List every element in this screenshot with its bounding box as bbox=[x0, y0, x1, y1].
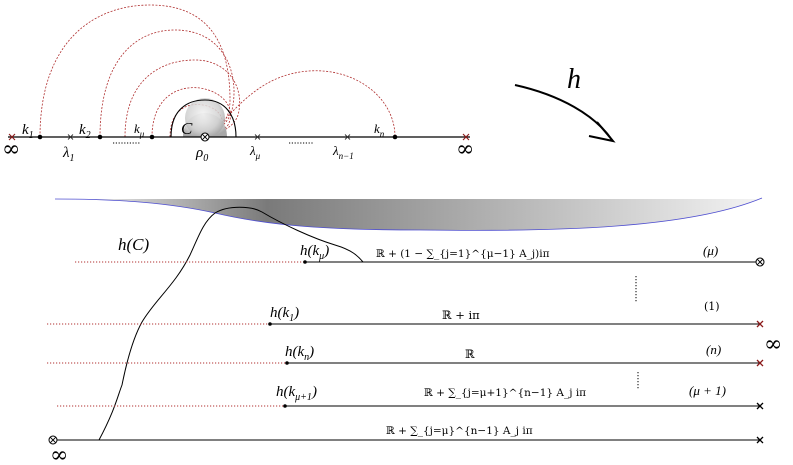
map-arrow-head bbox=[588, 121, 616, 143]
lambda-crosses bbox=[67, 134, 351, 140]
label-lambda1: λ1 bbox=[62, 145, 75, 164]
arc-kmu bbox=[151, 87, 231, 138]
gray-ball-top bbox=[185, 98, 225, 138]
label-kn: kn bbox=[374, 121, 385, 139]
label-C: C bbox=[181, 119, 193, 138]
top-left-infinity: ∞ bbox=[2, 137, 20, 162]
map-arrow-h: h bbox=[514, 64, 616, 143]
index-n: (n) bbox=[706, 342, 721, 357]
index-mu1: (μ + 1) bbox=[689, 383, 726, 398]
curve-hC bbox=[98, 206, 364, 441]
top-right-infinity: ∞ bbox=[456, 137, 474, 162]
formula-1: ℝ + iπ bbox=[442, 308, 480, 322]
index-1: (1) bbox=[704, 300, 720, 313]
top-domain-diagram: ∞ ∞ k1 k2 kμ kn λ1 λμ λn−1 C ρ0 bbox=[2, 4, 474, 164]
formula-mu1: ℝ + ∑_{j=μ+1}^{n−1} A_j iπ bbox=[424, 387, 586, 399]
arc-k1 bbox=[39, 4, 231, 138]
bottom-right-infinity: ∞ bbox=[764, 332, 782, 357]
bottom-left-infinity: ∞ bbox=[50, 443, 68, 465]
image-lines bbox=[52, 261, 760, 441]
formula-mu: ℝ + (1 − ∑_{j=1}^{μ−1} A_j)iπ bbox=[376, 248, 550, 260]
red-crosses-right bbox=[756, 320, 764, 367]
label-k2: k2 bbox=[79, 122, 91, 141]
index-mu: (μ) bbox=[703, 243, 718, 258]
axis-end-crosses bbox=[8, 133, 470, 141]
map-label-h: h bbox=[567, 64, 581, 95]
label-lambda-n1: λn−1 bbox=[332, 143, 354, 161]
k-points bbox=[37, 134, 398, 140]
shaded-region bbox=[55, 198, 762, 231]
label-h-kmu: h(kμ) bbox=[300, 243, 329, 262]
label-lambdamu: λμ bbox=[249, 143, 261, 161]
dotted-extensions bbox=[47, 261, 305, 407]
circled-cross-right bbox=[755, 257, 765, 267]
shaded-region-edge bbox=[54, 197, 763, 231]
black-crosses-right bbox=[756, 402, 764, 444]
rho0-marker bbox=[200, 132, 210, 142]
formula-bottom: ℝ + ∑_{j=μ}^{n−1} A_j iπ bbox=[386, 425, 533, 437]
circled-cross-left bbox=[48, 435, 58, 445]
label-h-kn: h(kn) bbox=[285, 344, 314, 363]
label-kmu: kμ bbox=[134, 121, 145, 139]
label-rho0: ρ0 bbox=[195, 145, 208, 164]
formula-n: ℝ bbox=[465, 347, 475, 361]
curve-C bbox=[170, 99, 237, 138]
label-h-k1: h(k1) bbox=[270, 305, 299, 324]
arc-k2 bbox=[99, 29, 235, 138]
label-h-kmu1: h(kμ+1) bbox=[276, 384, 317, 403]
arc-kmu-outer bbox=[124, 59, 240, 138]
bottom-image-diagram: ∞ ∞ h(C) h(kμ) h(k1) h(kn) h(kμ+1) ℝ + (… bbox=[47, 197, 782, 465]
label-k1: k1 bbox=[22, 122, 34, 141]
line-start-dots bbox=[268, 260, 307, 408]
map-arrow-curve bbox=[514, 84, 613, 141]
arc-kn bbox=[204, 70, 396, 138]
label-hC: h(C) bbox=[118, 235, 150, 254]
